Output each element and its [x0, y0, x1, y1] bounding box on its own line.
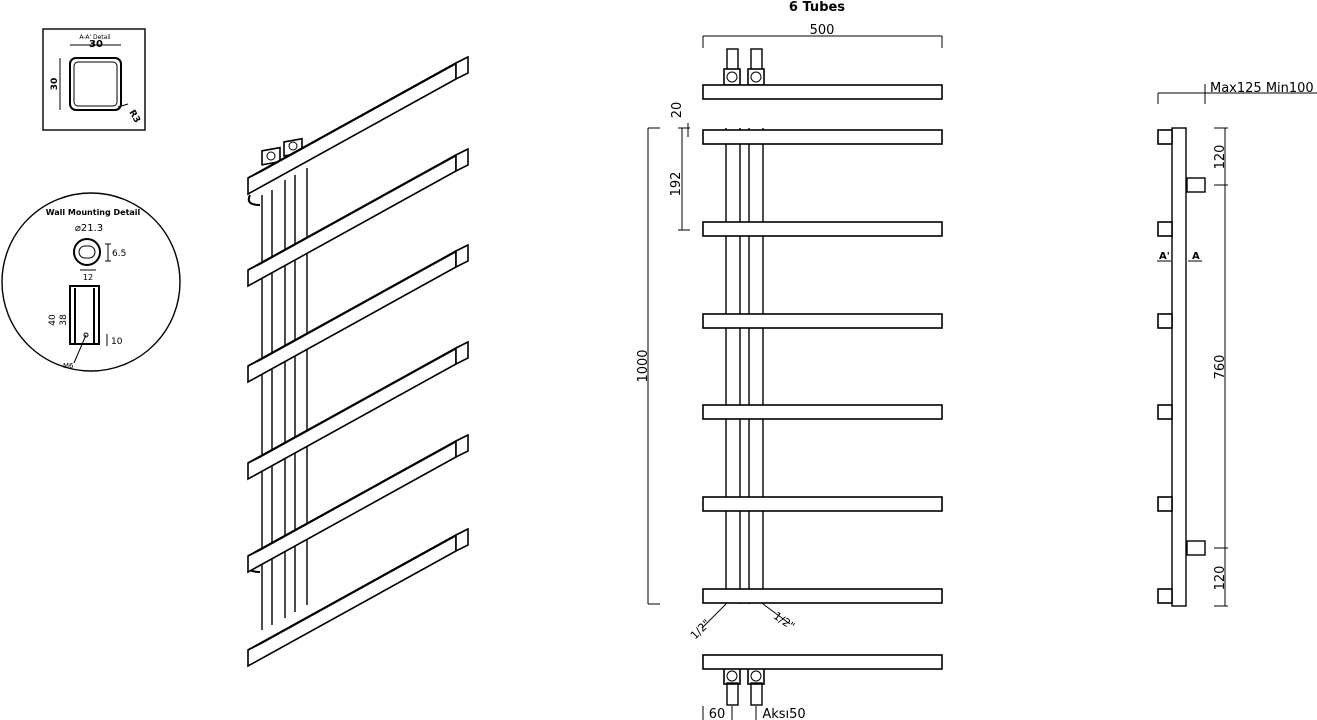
iso-bar-end-2	[455, 147, 469, 173]
tube-section-inner	[73, 61, 118, 107]
mount-ring-outer	[73, 238, 101, 266]
mount-height-outer-label: 40	[48, 314, 58, 326]
mount-screw-hole	[83, 332, 89, 338]
side-view: Max125 Min100 120 760 120 A' A	[1157, 81, 1317, 607]
front-bar-2	[702, 129, 943, 145]
pitch-label: 192	[669, 172, 684, 197]
front-bar-1	[702, 84, 943, 100]
wall-mounting-title: Wall Mounting Detail	[46, 208, 141, 217]
front-bar-3	[702, 221, 943, 237]
section-radius-label: R3	[126, 109, 141, 125]
side-middle-spacing-label: 760	[1213, 355, 1228, 380]
mount-diameter-label: ⌀21.3	[75, 223, 103, 234]
side-stub-1	[1157, 129, 1173, 145]
mount-slot	[78, 245, 96, 259]
section-mark-left: A'	[1159, 251, 1170, 262]
section-detail-frame	[42, 28, 146, 131]
section-width-label: 30	[89, 39, 103, 50]
front-width-label: 500	[810, 23, 835, 38]
side-top-spacing-label: 120	[1213, 145, 1228, 170]
iso-bar-end-6	[455, 527, 469, 553]
front-height-label: 1000	[636, 349, 651, 382]
section-height-label: 30	[50, 78, 60, 91]
top-valve-left	[723, 48, 741, 86]
isometric-bars	[247, 55, 469, 668]
bottom-valve-right	[747, 667, 765, 706]
front-bar-7	[702, 588, 943, 604]
iso-bar-front-3	[247, 249, 457, 384]
bottom-offset-label: 60	[709, 707, 726, 720]
front-bar-4	[702, 313, 943, 329]
side-stub-3	[1157, 313, 1173, 329]
valve-head-left	[261, 146, 281, 166]
upper-wall-bracket	[247, 194, 261, 206]
tube-section-outer	[69, 57, 122, 111]
side-tube-stubs	[1157, 129, 1173, 604]
mount-depth-label: 6.5	[112, 249, 126, 259]
side-depth-label: Max125 Min100	[1210, 81, 1314, 96]
section-detail-title: A-A' Detail	[79, 34, 111, 41]
mount-width-label: 12	[83, 273, 93, 282]
side-stub-5	[1157, 496, 1173, 512]
iso-bar-end-5	[455, 433, 469, 459]
iso-bar-end-3	[455, 243, 469, 269]
front-bar-6	[702, 496, 943, 512]
top-valve-right	[747, 48, 765, 86]
side-stub-4	[1157, 404, 1173, 420]
front-bar-5	[702, 404, 943, 420]
side-stub-6	[1157, 588, 1173, 604]
side-bottom-spacing-label: 120	[1213, 566, 1228, 591]
front-view: 6 Tubes 500	[636, 0, 943, 720]
section-detail: A-A' Detail 30 30 R3	[42, 28, 146, 131]
front-bar-8	[702, 654, 943, 670]
wall-mounting-detail: Wall Mounting Detail ⌀21.3 6.5 12 40 38 …	[1, 192, 181, 372]
mount-offset-label: 10	[111, 337, 123, 347]
bottom-valve-left	[723, 667, 741, 706]
gap-label: 20	[670, 102, 685, 119]
iso-bar-end-4	[455, 340, 469, 366]
front-bars	[702, 84, 943, 670]
side-stub-2	[1157, 221, 1173, 237]
side-collector	[1171, 127, 1187, 607]
iso-bar-end-1	[455, 55, 469, 81]
bottom-spacing-label: Aksı50	[762, 707, 805, 720]
side-bracket-bottom	[1186, 540, 1206, 556]
mount-height-inner-label: 38	[59, 314, 69, 326]
front-view-title: 6 Tubes	[789, 0, 845, 15]
mount-bracket-outer	[69, 285, 100, 345]
pipe-right-label: 1/2"	[771, 609, 797, 633]
wall-mounting-circle	[1, 192, 181, 372]
side-bracket-top	[1186, 177, 1206, 193]
mount-screw-label: M6	[63, 362, 74, 370]
iso-bar-top-1	[247, 56, 469, 179]
section-mark-right: A	[1192, 251, 1200, 262]
